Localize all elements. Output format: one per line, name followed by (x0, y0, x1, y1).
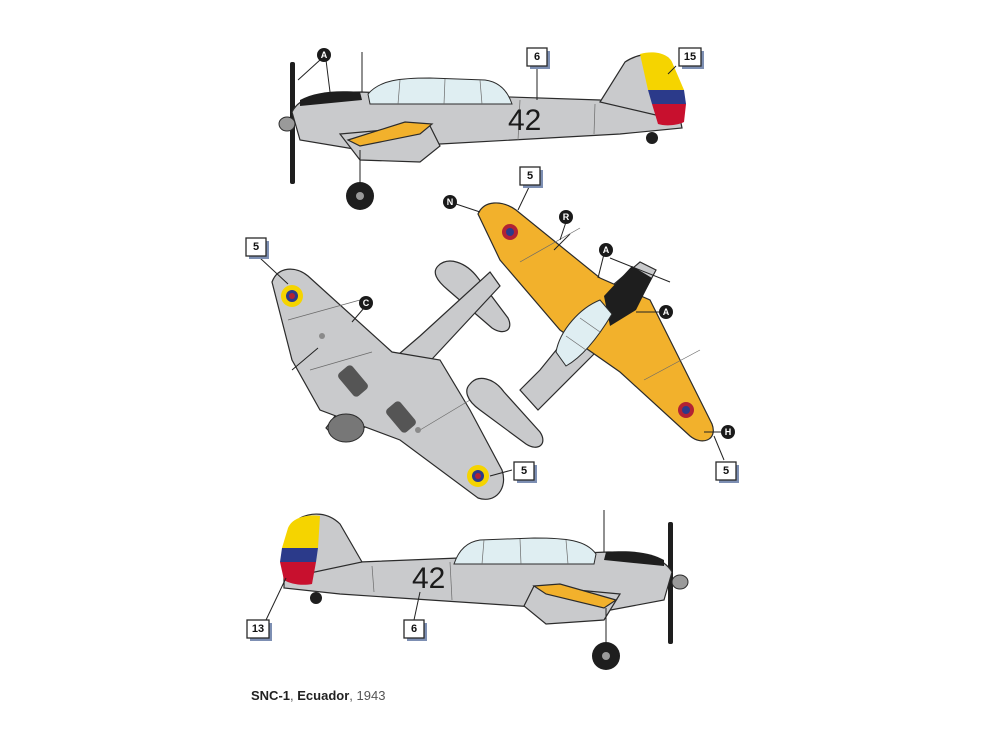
svg-text:6: 6 (534, 51, 540, 63)
anti-glare-panel (604, 266, 652, 326)
callout-upper-wing-left: 5 (517, 166, 543, 211)
fuselage-code-right: 42 (412, 562, 445, 595)
spinner (278, 116, 296, 132)
upper-canopy (555, 299, 613, 367)
underside-gear-left (338, 365, 368, 397)
cowling-top (300, 91, 362, 106)
letter-top-canopy-a: A (297, 48, 331, 93)
caption-year: 1943 (356, 688, 386, 703)
svg-text:5: 5 (527, 170, 533, 182)
letter-upper-n: N (443, 195, 481, 213)
svg-text:13: 13 (252, 623, 264, 635)
svg-text:15: 15 (684, 51, 696, 63)
svg-text:6: 6 (411, 623, 417, 635)
cowling-top-right (604, 551, 664, 566)
rudder-flag-blue (648, 90, 686, 104)
underside-gear-right (386, 401, 416, 433)
tail-wheel (646, 132, 658, 144)
svg-text:A: A (321, 50, 328, 60)
plan-view-underside (271, 260, 511, 500)
svg-text:5: 5 (253, 241, 259, 253)
callout-lower-wing-left: 5 (245, 237, 289, 285)
propeller-blade-right (668, 522, 673, 644)
plan-view-upper (466, 202, 714, 448)
fuselage-code: 42 (508, 104, 541, 137)
wing-right-yellow-edge (532, 583, 618, 609)
canopy (367, 77, 513, 105)
figure-caption: SNC-1, Ecuador, 1943 (251, 688, 386, 703)
side-view-right-profile: 42 (280, 510, 689, 670)
callout-bottom-rudder: 13 (246, 577, 287, 641)
svg-text:C: C (363, 298, 370, 308)
canopy-right (453, 537, 597, 565)
letter-upper-h: H (704, 425, 735, 439)
svg-text:5: 5 (723, 465, 729, 477)
svg-text:N: N (447, 197, 454, 207)
tail-wheel-right (310, 592, 322, 604)
svg-text:H: H (725, 427, 732, 437)
rudder-right-red (280, 562, 316, 585)
side-view-left-profile: 42 (278, 52, 686, 210)
svg-text:5: 5 (521, 465, 527, 477)
letter-upper-a2: A (636, 305, 673, 319)
letter-lower-c: C (351, 296, 373, 323)
callout-top-tail-code: 6 (526, 47, 550, 100)
caption-country: Ecuador (297, 688, 350, 703)
caption-model: SNC-1 (251, 688, 291, 703)
callout-upper-wing-right: 5 (713, 435, 739, 483)
letter-upper-a1: A (597, 243, 613, 279)
rudder-right-blue (280, 548, 318, 562)
callout-bottom-tail-code: 6 (403, 591, 427, 641)
callout-lower-wing-right: 5 (489, 461, 537, 483)
rudder-flag-red (652, 104, 686, 126)
svg-text:R: R (563, 212, 570, 222)
rudder-flag-yellow (640, 52, 684, 90)
callout-top-rudder: 15 (667, 47, 704, 75)
underside-engine (327, 413, 365, 443)
letter-upper-r: R (559, 210, 573, 241)
rudder-right-yellow (282, 515, 320, 548)
svg-text:A: A (663, 307, 670, 317)
wing-yellow-edge (346, 121, 434, 147)
upper-tailplane (466, 377, 544, 448)
svg-text:A: A (603, 245, 610, 255)
underside-wing (271, 268, 505, 500)
